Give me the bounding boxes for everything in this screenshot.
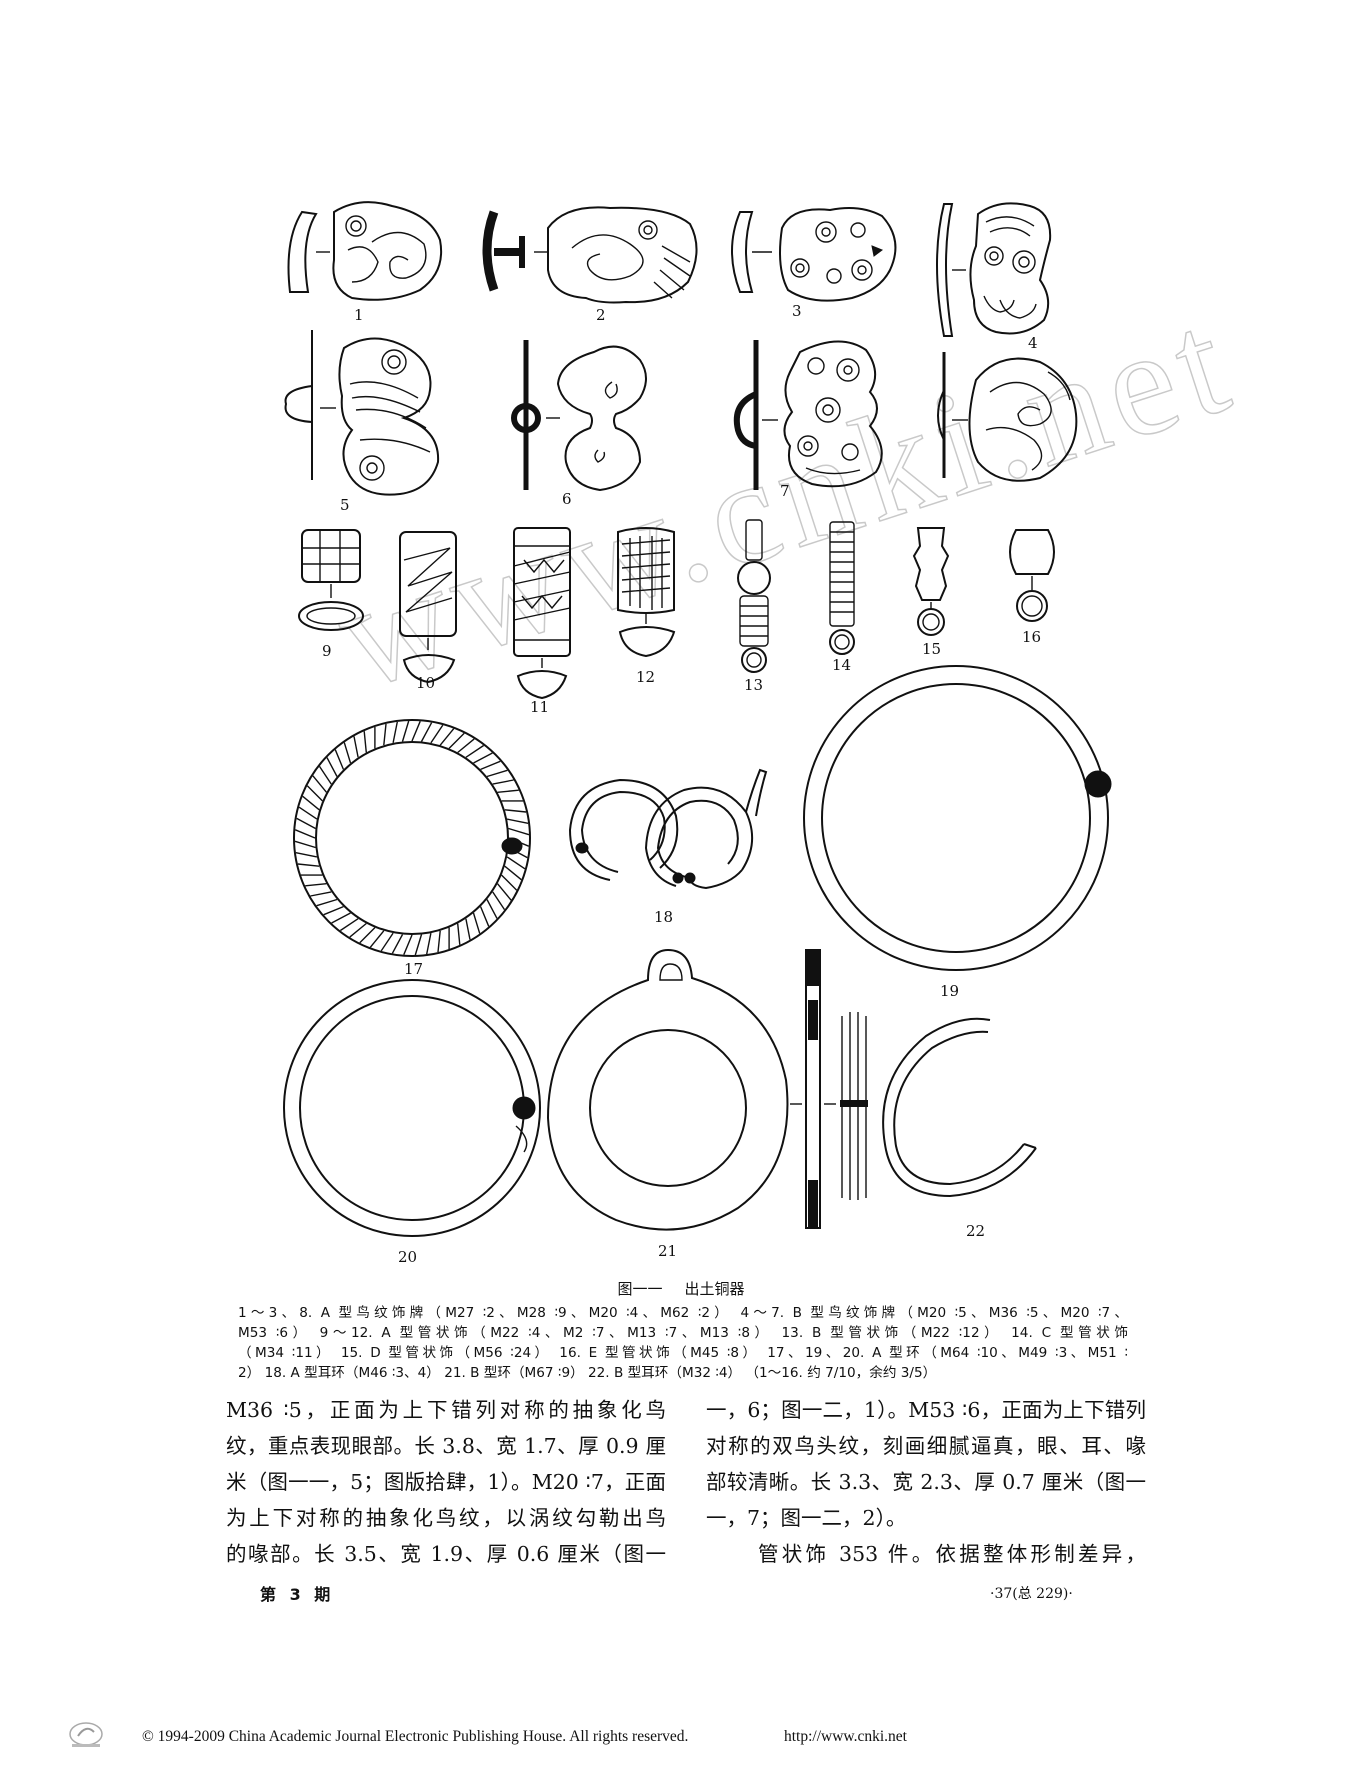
artifact-3: 3 (731, 207, 897, 320)
figure-label-17: 17 (404, 960, 423, 978)
body-line: 的喙部。长 3.5、宽 1.9、厚 0.6 厘米（图一 (226, 1542, 666, 1566)
body-column-left: M36 ∶5，正面为上下错列对称的抽象化鸟 纹，重点表现眼部。长 3.8、宽 1… (226, 1392, 666, 1572)
body-line: 对称的双鸟头纹，刻画细腻逼真，眼、耳、喙 (706, 1434, 1146, 1458)
figure-label-11: 11 (530, 698, 549, 716)
footer-link[interactable]: http://www.cnki.net (784, 1728, 907, 1745)
body-column-right: 一，6；图一二，1）。M53 ∶6，正面为上下错列 对称的双鸟头纹，刻画细腻逼真… (706, 1392, 1146, 1572)
figure-label-12: 12 (636, 668, 655, 686)
figure-label-6: 6 (562, 490, 572, 508)
cnki-logo-icon (64, 1720, 108, 1750)
artifact-9: 9 (298, 529, 364, 660)
figure-caption-text: 出土铜器 (684, 1280, 745, 1298)
figure-label-20: 20 (398, 1248, 417, 1266)
artifact-4: 4 (936, 202, 1052, 352)
artifact-20: 20 (283, 979, 541, 1266)
body-line: M36 ∶5，正面为上下错列对称的抽象化鸟 (226, 1398, 666, 1422)
figure-label-1: 1 (354, 306, 364, 324)
caption-line: 2） 18. A 型耳环（M46 ∶3、4） 21. B 型环（M67 ∶9） … (238, 1365, 937, 1381)
artifact-21-profile (790, 949, 836, 1229)
artifact-6: 6 (511, 340, 647, 508)
figure-label-9: 9 (322, 642, 332, 660)
artifact-8 (937, 352, 1078, 482)
caption-line: 1～3、8. A 型鸟纹饰牌（M27 ∶2、M28 ∶9、M20 ∶4、M62 … (238, 1305, 1128, 1321)
figure-label-21: 21 (658, 1242, 677, 1260)
artifact-10: 10 (399, 531, 457, 692)
figure-caption-body: 1～3、8. A 型鸟纹饰牌（M27 ∶2、M28 ∶9、M20 ∶4、M62 … (238, 1303, 1128, 1383)
figure-label-19: 19 (940, 982, 959, 1000)
journal-issue: 第 3 期 (260, 1585, 335, 1604)
body-line: 部较清晰。长 3.3、宽 2.3、厚 0.7 厘米（图一 (706, 1470, 1146, 1494)
figure-label-5: 5 (340, 496, 350, 514)
body-line: 一，7；图一二，2）。 (706, 1506, 907, 1530)
artifact-1: 1 (287, 201, 442, 324)
artifact-15: 15 (912, 527, 950, 658)
body-line: 一，6；图一二，1）。M53 ∶6，正面为上下错列 (706, 1398, 1146, 1422)
figure-label-16: 16 (1022, 628, 1041, 646)
artifact-22: 22 (840, 1012, 1037, 1240)
figure-caption-title: 图一一 出土铜器 (0, 1278, 1362, 1299)
figure-label-10: 10 (416, 674, 435, 692)
body-line-section-start: 管状饰 353 件。依据整体形制差异， (758, 1542, 1146, 1566)
body-line: 米（图一一，5；图版拾肆，1）。M20 ∶7，正面 (226, 1470, 666, 1494)
artifact-16: 16 (1009, 529, 1055, 646)
figure-label-3: 3 (792, 302, 802, 320)
artifact-19: 19 (803, 665, 1112, 1000)
artifact-2: 2 (482, 206, 698, 324)
artifact-18: 18 (568, 768, 768, 926)
figure-label-7: 7 (780, 482, 790, 500)
figure-label-2: 2 (596, 306, 606, 324)
artifact-12: 12 (617, 527, 676, 686)
artifact-11: 11 (513, 527, 571, 716)
artifact-13: 13 (737, 519, 771, 694)
page-number: ·37(总 229)· (990, 1586, 1073, 1602)
body-line: 纹，重点表现眼部。长 3.8、宽 1.7、厚 0.9 厘 (226, 1434, 666, 1458)
artifact-17: 17 (293, 719, 531, 978)
artifact-5: 5 (284, 330, 440, 514)
figure-label-22: 22 (966, 1222, 985, 1240)
figure-label-18: 18 (654, 908, 673, 926)
copyright-notice: © 1994-2009 China Academic Journal Elect… (142, 1728, 689, 1745)
artifact-7: 7 (733, 340, 883, 500)
artifact-21: 21 (546, 948, 789, 1260)
figure-label-13: 13 (744, 676, 763, 694)
figure-11-bronze-artifacts: www.cnki.net 1 2 3 (283, 201, 1253, 1266)
body-line: 为上下对称的抽象化鸟纹，以涡纹勾勒出鸟 (226, 1506, 666, 1530)
caption-line: M53 ∶6） 9～12. A 型管状饰（M22 ∶4、M2 ∶7、M13 ∶7… (238, 1325, 1128, 1341)
figure-label-15: 15 (922, 640, 941, 658)
artifact-14: 14 (829, 521, 855, 674)
figure-label-14: 14 (832, 656, 851, 674)
footer: © 1994-2009 China Academic Journal Elect… (64, 1722, 1064, 1754)
figure-label-4: 4 (1028, 334, 1038, 352)
figure-caption-label: 图一一 (617, 1280, 663, 1298)
caption-line: （M34 ∶11） 15. D 型管状饰（M56 ∶24） 16. E 型管状饰… (238, 1345, 1128, 1361)
